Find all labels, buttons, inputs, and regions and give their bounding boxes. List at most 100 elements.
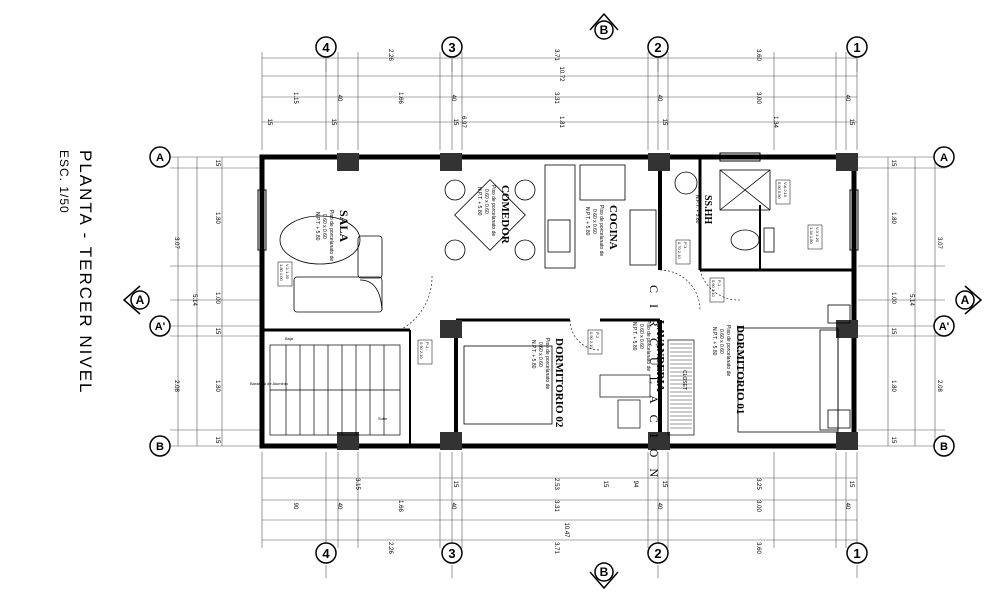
dim-top-row2: 1.15 (292, 92, 298, 104)
dim-top-row3: 6.97 (460, 116, 466, 128)
axis-right-0-circle (933, 146, 955, 168)
tag-line: 0.90 2.10 (419, 342, 424, 359)
dim-right-inner: 1.80 (890, 212, 896, 224)
room-floor: Piso de porcelanato de (645, 320, 651, 371)
dim-top-row3: 15 (452, 119, 458, 126)
dim-right-inner: 15 (890, 160, 896, 167)
axis-bottom-4-label: 4 (322, 546, 330, 561)
dim-top-row2: 1.66 (397, 92, 403, 104)
tag-v1: V-1 1.20 1.80 1.00 (277, 261, 293, 287)
axis-top-4-circle (315, 36, 337, 58)
room-npt: N.P.T. + 5.80 (584, 207, 590, 236)
axis-right-2-circle (933, 435, 955, 457)
room-floor: Piso de porcelanato de (490, 185, 496, 236)
tag-line: V-A 2.10 (783, 182, 788, 198)
room-npt: N.P.T. + 5.80 (314, 212, 320, 241)
stair (269, 344, 401, 436)
axis-markers-right: AA'B (933, 146, 955, 457)
dim-bottom-row2: 1.66 (397, 500, 403, 512)
dim-left-inner: 1.80 (214, 380, 220, 392)
axis-top-3-label: 3 (448, 40, 455, 55)
dim-right-outer: 3.07 (936, 237, 942, 249)
dim-bottom-row1: 94 (632, 481, 638, 488)
axis-top-2-circle (647, 36, 669, 58)
kitchen-counter (544, 164, 657, 269)
stairs-up-text: Sube (378, 416, 388, 421)
tag-p3: P-3 - 0.70 2.10 (675, 239, 691, 265)
stairs-down-text: Baja (285, 336, 294, 341)
axis-bottom-3-label: 3 (448, 546, 455, 561)
room-name: SALA (337, 210, 351, 242)
dim-top-row3: 15 (266, 119, 272, 126)
dim-top-row1: 3.60 (755, 49, 761, 61)
beds (463, 304, 851, 433)
section-label-left: A (136, 293, 145, 307)
room-npt: N.P.T. + 5.80 (694, 195, 700, 224)
walls (259, 154, 857, 449)
dim-left-inner: 15 (214, 160, 220, 167)
axis-right-0-label: A (940, 152, 948, 164)
dim-top-row2: 40 (450, 95, 456, 102)
comedor-furniture (444, 179, 536, 261)
dim-bottom-row2: 40 (844, 503, 850, 510)
axis-top-3-circle (441, 36, 463, 58)
dim-top-row1: 3.71 (553, 49, 559, 61)
axis-bottom-2-label: 2 (654, 546, 661, 561)
room-name: COMEDOR (499, 185, 511, 245)
room-size: 0.60 x 0.60 (718, 329, 724, 354)
axis-left-1-circle (149, 315, 171, 337)
dim-right-inner: 15 (890, 437, 896, 444)
axis-bottom-3-circle (441, 542, 463, 564)
dim-bottom-row3: 3.60 (755, 542, 761, 554)
axis-bottom-4-circle (315, 542, 337, 564)
dim-bottom-row1: 15 (452, 481, 458, 488)
room-name: DORMITORIO 01 (734, 325, 746, 414)
axis-right-2-label: B (940, 441, 948, 453)
room-name: COCINA (607, 205, 619, 250)
tag-va: V-A 2.10 0.90 0.50 (775, 179, 791, 205)
barandal-text: Barandal de Aluminio (250, 381, 289, 386)
dim-top-row2: 40 (656, 95, 662, 102)
dim-top-row2: 40 (336, 95, 342, 102)
room-size: 0.60 x 0.60 (321, 214, 327, 239)
section-mark-left: A (122, 285, 150, 315)
axis-markers-bottom: 4 3 2 1 (315, 542, 868, 578)
doors (399, 269, 741, 351)
room-circulacion: CIRCULACION (647, 285, 661, 488)
dim-bottom-row2: 40 (450, 503, 456, 510)
room-dormitorio-02: DORMITORIO 02 Piso de porcelanato de 0.6… (530, 338, 565, 428)
dimension-lines (170, 52, 945, 548)
dim-right-inner: 1.80 (890, 380, 896, 392)
tag-line: 0.90 2.10 (589, 332, 594, 349)
plan-title: PLANTA - TERCER NIVEL ESC. 1/50 (57, 150, 95, 394)
room-npt: N.P.T. + 5.80 (631, 322, 637, 351)
dim-bottom-row1: 15 (661, 481, 667, 488)
dim-bottom-row3: 3.71 (553, 542, 559, 554)
axis-bottom-1-label: 1 (853, 546, 860, 561)
room-npt: N.P.T. + 5.80 (476, 187, 482, 216)
bathroom-fixtures (674, 169, 775, 253)
tag-line: P-1 - (425, 342, 430, 351)
room-cocina: COCINA Piso de porcelanato de 0.60 x 0.6… (584, 205, 619, 256)
dim-bottom-row2: 40 (336, 503, 342, 510)
dim-bottom-row2: 40 (656, 503, 662, 510)
tag-line: P-2 - (595, 332, 600, 341)
axis-right-1-circle (933, 315, 955, 337)
axis-bottom-2-circle (647, 542, 669, 564)
dim-right-total: 5.14 (908, 294, 914, 306)
dim-top-row3: 15 (661, 119, 667, 126)
tag-p1-sshh: P-1 - 0.90 2.10 (709, 277, 725, 303)
tag-line: 0.90 2.10 (711, 280, 716, 297)
dim-left-inner: 1.80 (214, 212, 220, 224)
axis-left-0-label: A (156, 152, 164, 164)
room-sala: SALA Piso de porcelanato de 0.60 x 0.60 … (314, 210, 351, 261)
dim-top-total: 10.72 (558, 66, 564, 82)
axis-left-2-circle (149, 435, 171, 457)
tag-line: P-1 - (717, 280, 722, 289)
dim-left-outer: 3.07 (173, 237, 179, 249)
dim-bottom-row1: 15 (602, 481, 608, 488)
room-floor: Piso de porcelanato de (544, 338, 550, 389)
dim-bottom-row3: 2.26 (387, 542, 393, 554)
